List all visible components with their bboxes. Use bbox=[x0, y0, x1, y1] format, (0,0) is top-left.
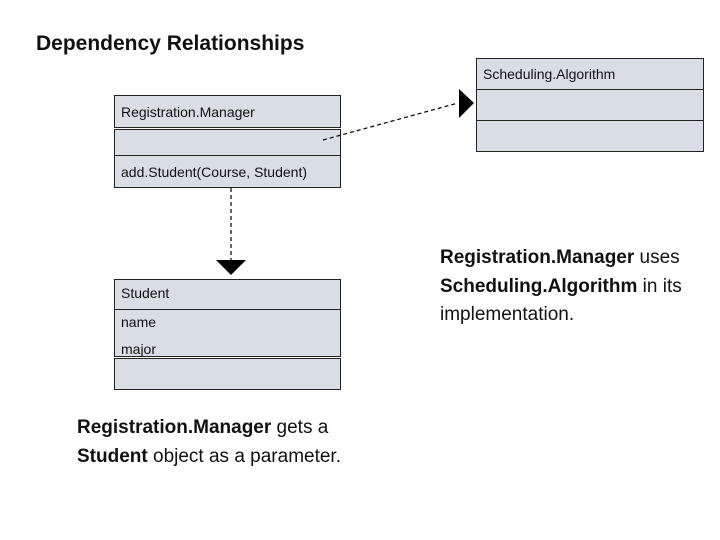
uses-dependency-line bbox=[322, 102, 459, 141]
uses-note-last: implementation. bbox=[440, 304, 575, 325]
student-operations-compartment bbox=[114, 358, 341, 390]
student-attribute-name: name bbox=[121, 314, 157, 330]
registration-manager-name-compartment: Registration.Manager bbox=[114, 95, 341, 128]
scheduling-algorithm-attributes-compartment bbox=[476, 89, 704, 121]
student-attribute-major: major bbox=[121, 341, 157, 357]
registration-manager-name: Registration.Manager bbox=[121, 103, 255, 120]
uses-note-verb: uses bbox=[634, 247, 680, 268]
parameter-note: Registration.Manager gets a Student obje… bbox=[77, 414, 397, 471]
uses-note: Registration.Manager uses Scheduling.Alg… bbox=[440, 244, 715, 330]
registration-manager-operation: add.Student(Course, Student) bbox=[121, 163, 308, 180]
diagram-title: Dependency Relationships bbox=[36, 32, 305, 55]
parameter-note-last: object as a parameter. bbox=[147, 445, 341, 467]
registration-manager-operations-compartment: add.Student(Course, Student) bbox=[114, 155, 341, 188]
uses-note-subject: Registration.Manager bbox=[440, 247, 635, 268]
uses-note-object: Scheduling.Algorithm bbox=[440, 275, 638, 297]
student-divider bbox=[115, 309, 340, 310]
student-name-attributes-compartment: Student name major bbox=[114, 279, 341, 357]
parameter-note-rest: gets a bbox=[271, 417, 329, 438]
student-name: Student bbox=[121, 285, 170, 301]
parameter-note-object: Student bbox=[77, 445, 148, 467]
scheduling-algorithm-name: Scheduling.Algorithm bbox=[483, 66, 616, 82]
uses-note-rest: in its bbox=[637, 275, 682, 297]
uses-arrowhead bbox=[459, 89, 474, 118]
parameter-arrowhead bbox=[216, 260, 246, 275]
parameter-note-subject: Registration.Manager bbox=[77, 417, 272, 438]
scheduling-algorithm-operations-compartment bbox=[476, 120, 704, 152]
